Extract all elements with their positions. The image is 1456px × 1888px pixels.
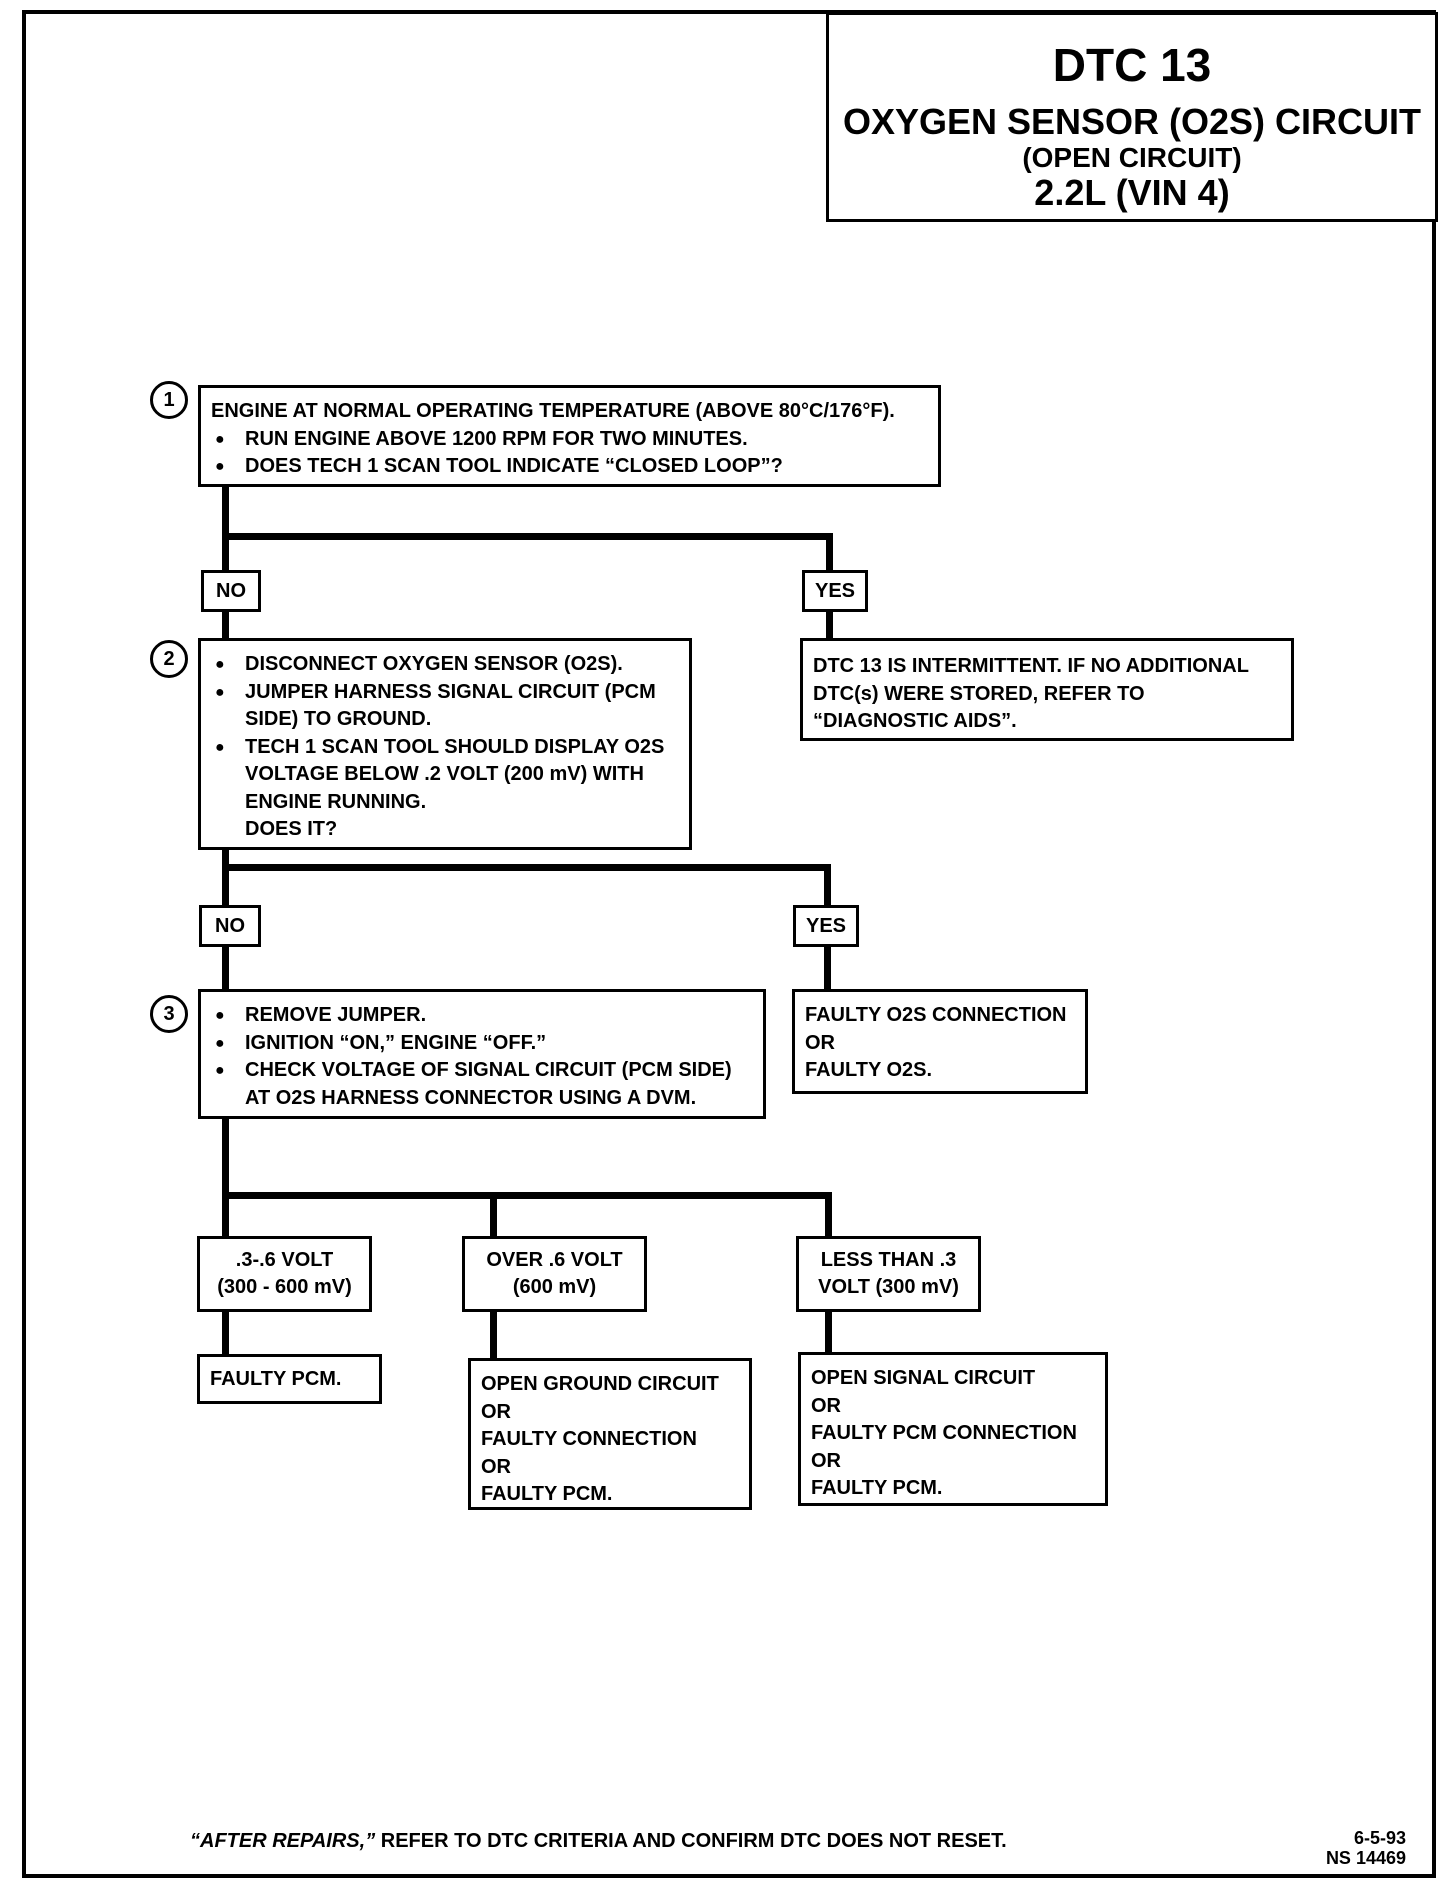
result-line: OR (811, 1394, 841, 1417)
result-faulty-o2s: FAULTY O2S CONNECTION OR FAULTY O2S. (792, 989, 1088, 1094)
step-2-question: DOES IT? (245, 818, 338, 840)
result-line: OPEN GROUND CIRCUIT (481, 1373, 719, 1395)
engine-spec: 2.2L (VIN 4) (1034, 172, 1230, 213)
branch-no: NO (199, 905, 261, 947)
range-line: LESS THAN .3 (820, 1249, 957, 1271)
result-line: FAULTY O2S CONNECTION (805, 1004, 1067, 1026)
branch-no: NO (201, 570, 261, 612)
result-line: FAULTY PCM. (210, 1368, 342, 1390)
result-text: DTC 13 IS INTERMITTENT. IF NO ADDITIONAL… (813, 655, 1249, 732)
step-2-bullet: TECH 1 SCAN TOOL SHOULD DISPLAY O2S VOLT… (211, 734, 679, 817)
connector-line (222, 1192, 832, 1199)
connector-line (222, 946, 229, 990)
step-3-box: REMOVE JUMPER. IGNITION “ON,” ENGINE “OF… (198, 989, 766, 1119)
connector-line (222, 611, 229, 641)
step-1-bullet: DOES TECH 1 SCAN TOOL INDICATE “CLOSED L… (211, 453, 928, 481)
footer-text: REFER TO DTC CRITERIA AND CONFIRM DTC DO… (375, 1830, 1007, 1852)
result-intermittent: DTC 13 IS INTERMITTENT. IF NO ADDITIONAL… (800, 638, 1294, 741)
document-number: NS 14469 (1325, 1848, 1406, 1868)
step-number: 2 (150, 640, 188, 678)
step-3-bullet: REMOVE JUMPER. (211, 1002, 753, 1030)
dtc-title: OXYGEN SENSOR (O2S) CIRCUIT (842, 101, 1422, 142)
connector-line (222, 1310, 229, 1355)
connector-line (490, 1312, 497, 1360)
connector-line (826, 533, 833, 575)
result-faulty-pcm: FAULTY PCM. (197, 1354, 382, 1404)
step-2-bullet: DISCONNECT OXYGEN SENSOR (O2S). (211, 651, 679, 679)
result-line: FAULTY CONNECTION (481, 1428, 697, 1450)
connector-line (222, 533, 833, 540)
dtc-subtitle: (OPEN CIRCUIT) (1022, 142, 1242, 173)
document-code: 6-5-93 NS 14469 (1326, 1828, 1406, 1868)
result-line: FAULTY PCM CONNECTION (811, 1422, 1077, 1444)
connector-line (222, 864, 831, 871)
result-line: FAULTY PCM. (481, 1483, 613, 1505)
connector-line (825, 1312, 832, 1354)
document-date: 6-5-93 (1353, 1828, 1406, 1848)
title-block: DTC 13 OXYGEN SENSOR (O2S) CIRCUIT (OPEN… (826, 12, 1438, 222)
connector-line (490, 1192, 497, 1238)
range-line: (600 mV) (512, 1276, 597, 1298)
connector-line (825, 1192, 832, 1238)
connector-line (222, 1118, 229, 1238)
range-label-under: LESS THAN .3 VOLT (300 mV) (796, 1236, 981, 1312)
result-open-signal: OPEN SIGNAL CIRCUIT OR FAULTY PCM CONNEC… (798, 1352, 1108, 1506)
step-1-box: ENGINE AT NORMAL OPERATING TEMPERATURE (… (198, 385, 941, 487)
range-line: .3-.6 VOLT (235, 1249, 334, 1271)
step-number: 3 (150, 995, 188, 1033)
range-line: VOLT (300 mV) (818, 1276, 959, 1298)
footer-note: “AFTER REPAIRS,” REFER TO DTC CRITERIA A… (190, 1830, 1007, 1853)
connector-line (222, 536, 229, 570)
connector-line (826, 611, 833, 641)
step-2-bullet: JUMPER HARNESS SIGNAL CIRCUIT (PCM SIDE)… (211, 679, 679, 734)
result-open-ground: OPEN GROUND CIRCUIT OR FAULTY CONNECTION… (468, 1358, 752, 1510)
result-line: OR (805, 1031, 835, 1054)
connector-line (824, 946, 831, 990)
step-1-lead: ENGINE AT NORMAL OPERATING TEMPERATURE (… (211, 400, 895, 422)
step-number: 1 (150, 381, 188, 419)
branch-yes: YES (802, 570, 868, 612)
result-line: FAULTY PCM. (811, 1477, 943, 1499)
result-line: OR (481, 1455, 511, 1478)
page-frame (22, 10, 1436, 1878)
result-line: FAULTY O2S. (805, 1059, 933, 1081)
connector-line (222, 484, 229, 536)
step-2-box: DISCONNECT OXYGEN SENSOR (O2S). JUMPER H… (198, 638, 692, 850)
range-label-over: OVER .6 VOLT (600 mV) (462, 1236, 647, 1312)
branch-yes: YES (793, 905, 859, 947)
result-line: OPEN SIGNAL CIRCUIT (811, 1367, 1036, 1389)
step-1-bullet: RUN ENGINE ABOVE 1200 RPM FOR TWO MINUTE… (211, 426, 928, 454)
range-line: OVER .6 VOLT (486, 1249, 623, 1271)
range-line: (300 - 600 mV) (217, 1276, 352, 1298)
step-3-bullet: IGNITION “ON,” ENGINE “OFF.” (211, 1030, 753, 1058)
result-line: OR (811, 1449, 841, 1472)
result-line: OR (481, 1400, 511, 1423)
range-label-mid: .3-.6 VOLT (300 - 600 mV) (197, 1236, 372, 1312)
step-3-bullet: CHECK VOLTAGE OF SIGNAL CIRCUIT (PCM SID… (211, 1057, 753, 1112)
connector-line (222, 848, 229, 908)
connector-line (824, 864, 831, 906)
footer-emphasis: “AFTER REPAIRS,” (190, 1830, 376, 1852)
dtc-code: DTC 13 (1052, 39, 1212, 91)
